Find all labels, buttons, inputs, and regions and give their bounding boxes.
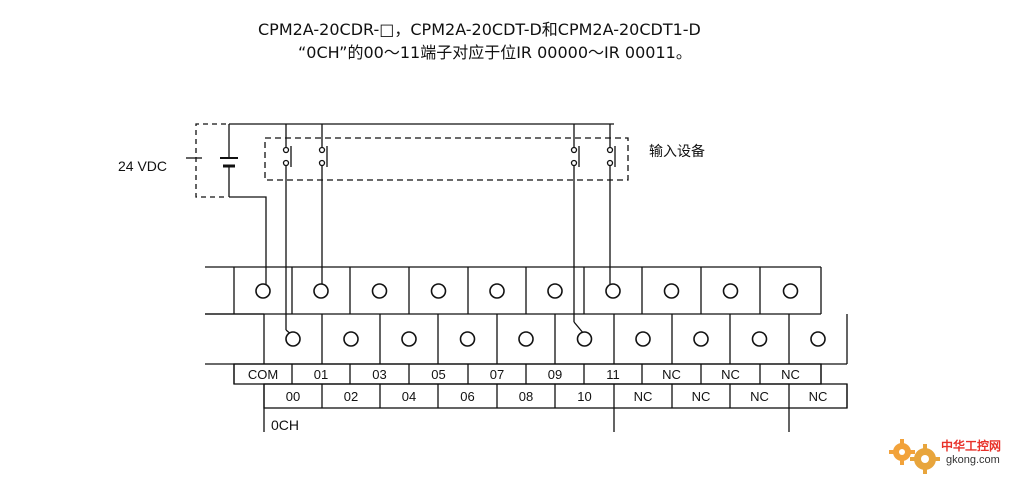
terminal-label-bottom: 02 xyxy=(344,389,358,404)
terminal-screw xyxy=(722,283,739,299)
title-line-2: “0CH”的00～11端子对应于位IR 00000～IR 00011。 xyxy=(298,43,692,62)
terminal-label-bottom: 08 xyxy=(519,389,533,404)
terminal-screw xyxy=(635,331,651,347)
watermark-cn: 中华工控网 xyxy=(941,438,1001,453)
terminal-screw xyxy=(285,331,301,347)
watermark-url: gkong.com xyxy=(946,454,1000,466)
terminal-label-bottom: NC xyxy=(634,389,653,404)
terminal-label-bottom: 10 xyxy=(577,389,591,404)
gear-icon xyxy=(910,444,940,474)
terminal-screw xyxy=(605,283,621,299)
terminal-screw xyxy=(518,331,534,347)
terminal-label-top: 01 xyxy=(314,367,328,382)
terminal-screw xyxy=(489,283,505,299)
channel-label: 0CH xyxy=(271,417,299,433)
terminal-screw xyxy=(371,283,388,299)
terminal-label-top: 11 xyxy=(606,367,620,382)
terminal-screw xyxy=(782,283,799,299)
power-supply-label: 24 VDC xyxy=(118,158,167,174)
watermark: 中华工控网 gkong.com xyxy=(888,430,1018,478)
input-devices-label: 输入设备 xyxy=(649,143,705,159)
terminal-screw xyxy=(547,283,563,299)
terminal-screw xyxy=(751,331,768,347)
terminal-screw xyxy=(255,283,271,299)
com-wire xyxy=(229,196,267,286)
terminal-label-bottom: 00 xyxy=(286,389,300,404)
terminal-label-bottom: NC xyxy=(809,389,828,404)
input-switch-icon xyxy=(606,124,616,286)
input-devices-dashed-box xyxy=(264,137,629,181)
terminal-screw xyxy=(430,283,447,299)
terminal-label-top: NC xyxy=(781,367,800,382)
title-line-1: CPM2A-20CDR-□，CPM2A-20CDT-D和CPM2A-20CDT1… xyxy=(258,20,701,39)
terminal-label-bottom: 06 xyxy=(460,389,474,404)
terminal-label-bottom: 04 xyxy=(402,389,416,404)
terminal-label-top: 03 xyxy=(372,367,386,382)
terminal-label-bottom: NC xyxy=(692,389,711,404)
terminal-screw xyxy=(663,283,680,299)
terminal-label-top: NC xyxy=(721,367,740,382)
input-switch-icon xyxy=(570,124,585,335)
battery-icon xyxy=(186,124,238,197)
input-switch-icon xyxy=(318,124,328,286)
terminal-screw xyxy=(343,331,359,347)
terminal-screw xyxy=(810,331,826,347)
gear-icon xyxy=(889,439,915,465)
title-block: CPM2A-20CDR-□，CPM2A-20CDT-D和CPM2A-20CDT1… xyxy=(258,18,858,64)
terminal-label-top: 05 xyxy=(431,367,445,382)
terminal-screw xyxy=(313,283,329,299)
input-switch-icon xyxy=(282,124,293,336)
terminal-label-bottom: NC xyxy=(750,389,769,404)
terminal-label-top: COM xyxy=(248,367,278,382)
terminal-screw xyxy=(459,331,476,347)
power-supply-dashed-box xyxy=(195,123,226,198)
terminal-screw xyxy=(693,331,709,347)
terminal-screw xyxy=(576,331,593,347)
terminal-label-top: 07 xyxy=(490,367,504,382)
terminal-screw xyxy=(401,331,417,347)
terminal-label-top: 09 xyxy=(548,367,562,382)
terminal-label-top: NC xyxy=(662,367,681,382)
